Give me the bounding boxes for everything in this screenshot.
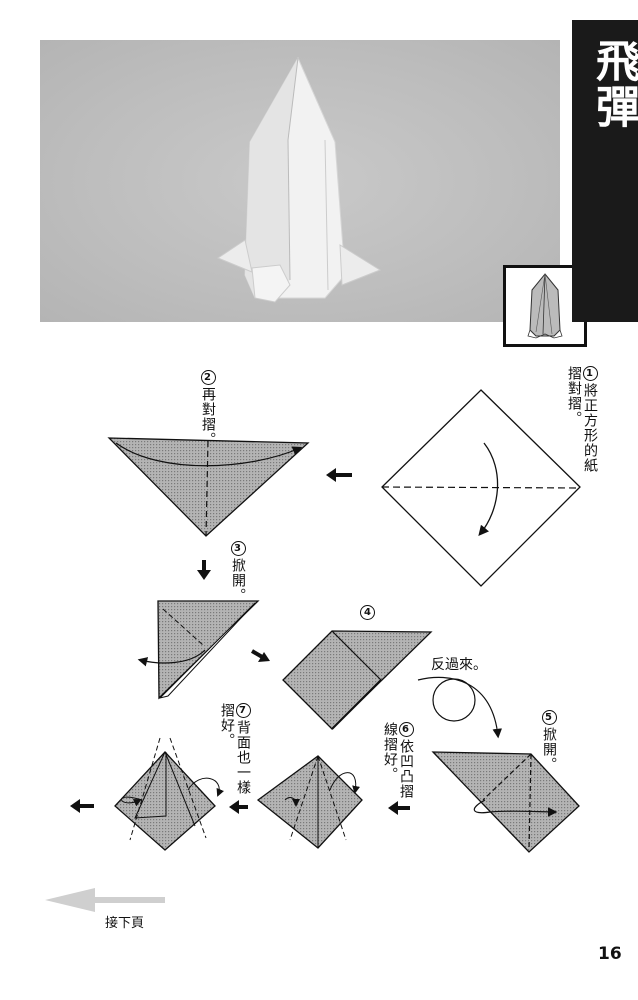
step5-text: 5掀開。 (541, 710, 557, 772)
flip-over-icon (417, 676, 503, 739)
step-number: 4 (360, 605, 375, 620)
step2-text: 2再對摺。 (200, 370, 216, 447)
step4-diagram (282, 630, 433, 730)
step-number: 6 (398, 722, 414, 737)
next-page-label[interactable]: 接下頁 (105, 916, 145, 931)
step3-diagram (137, 600, 260, 700)
arrow-left-icon (388, 801, 410, 815)
step4-text: 4 (360, 603, 375, 622)
step6-text: 6依凹凸摺線摺好。 (382, 722, 414, 799)
arrow-left-icon (70, 799, 94, 813)
page-number: 16 (598, 944, 622, 964)
step-number: 5 (541, 710, 557, 725)
step-number: 1 (582, 366, 598, 381)
missile-photo-icon (216, 56, 382, 303)
arrow-left-icon (326, 468, 352, 482)
step-number: 7 (235, 703, 251, 718)
arrow-down-icon (197, 560, 211, 580)
flip-over-text: 反過來。 (431, 657, 487, 673)
arrow-diagonal-icon (250, 649, 270, 662)
step2-diagram (107, 437, 310, 537)
step6-diagram (256, 755, 363, 849)
arrow-left-icon (229, 800, 248, 814)
title-bar: 飛彈 (572, 20, 638, 322)
step1-diagram (381, 389, 581, 587)
step7-diagram (114, 737, 224, 851)
next-page-arrow-icon (45, 888, 165, 912)
step-number: 3 (230, 541, 246, 556)
missile-drawing-icon (527, 273, 563, 339)
step5-diagram (431, 751, 580, 853)
step-number: 2 (200, 370, 216, 385)
step7-text: 7背面也一樣摺好。 (219, 703, 251, 795)
origami-photo (40, 40, 587, 347)
step3-text: 3掀開。 (230, 541, 246, 603)
page-title: 飛彈 (588, 38, 638, 130)
step1-text: 1將正方形的紙摺對摺。 (566, 366, 598, 473)
